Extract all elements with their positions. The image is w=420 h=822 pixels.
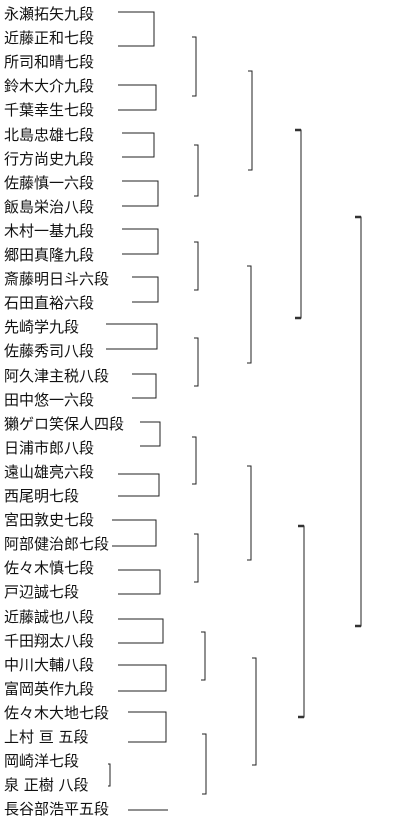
player-name: 郷田真隆九段: [4, 246, 95, 264]
bracket-connector: [247, 265, 252, 364]
bracket-connector: [108, 763, 111, 787]
bracket-connector: [122, 228, 159, 255]
bracket-connector: [357, 216, 362, 627]
bracket-connector: [194, 337, 199, 387]
bracket-connector: [300, 525, 305, 718]
player-name: 田中悠一六段: [4, 390, 95, 409]
player-name: 所司和晴七段: [4, 53, 95, 72]
bracket-connector: [118, 473, 160, 497]
player-name: 西尾明七段: [4, 487, 80, 505]
bracket-connector: [122, 132, 155, 158]
player-name: 佐藤秀司八段: [4, 342, 95, 361]
bracket-connector: [194, 144, 199, 197]
bracket-connector: [247, 465, 252, 561]
player-name: 近藤誠也八段: [4, 607, 95, 626]
bracket-connector: [128, 711, 167, 743]
player-name: 行方尚史九段: [4, 149, 95, 168]
bracket-connector: [202, 733, 207, 795]
player-name: 永瀬拓矢九段: [4, 5, 95, 23]
player-name: 飯島栄治八段: [4, 197, 95, 216]
bracket-connector: [194, 533, 199, 583]
player-name: 千田翔太八段: [4, 631, 95, 650]
player-name: 富岡英作九段: [4, 679, 95, 698]
player-name: 鈴木大介九段: [4, 77, 95, 96]
bracket-connector: [192, 36, 197, 97]
bracket-connector: [192, 436, 197, 485]
player-name: 泉 正樹 八段: [4, 776, 89, 795]
bracket-connector: [118, 84, 157, 111]
bracket-connector: [122, 180, 159, 207]
bracket-connector: [252, 657, 257, 766]
player-name: 阿部健治郎七段: [4, 535, 110, 554]
player-name: 上村 亘 五段: [4, 728, 89, 746]
bracket-connector: [132, 276, 159, 303]
player-name: 佐藤慎一六段: [4, 173, 95, 192]
player-name: 佐々木慎七段: [4, 559, 95, 578]
player-name: 戸辺誠七段: [4, 583, 80, 602]
bracket-connector: [248, 70, 253, 171]
bracket-connector: [140, 421, 161, 447]
bracket-connector: [118, 664, 167, 692]
player-name: 石田直裕六段: [4, 294, 95, 313]
bracket-connector: [201, 631, 206, 681]
bracket-connector: [118, 618, 164, 644]
player-name: 斎藤明日斗六段: [4, 270, 110, 289]
bracket-connector: [106, 323, 158, 350]
player-name: 宮田敦史七段: [4, 511, 95, 530]
player-name: 遠山雄亮六段: [4, 462, 95, 481]
bracket-connector: [118, 569, 161, 595]
player-name: 日浦市郎八段: [4, 438, 95, 457]
player-name: 木村一基九段: [4, 221, 95, 240]
bracket-connector: [132, 373, 157, 399]
player-name: 岡崎洋七段: [4, 752, 80, 771]
player-name: 近藤正和七段: [4, 29, 95, 48]
player-name: 千葉幸生七段: [4, 101, 95, 120]
bracket-connector: [297, 129, 302, 319]
player-name: 中川大輔八段: [4, 655, 95, 674]
player-name: 北島忠雄七段: [4, 125, 95, 144]
bracket-connector: [194, 241, 199, 291]
bracket-connector: [112, 519, 157, 547]
player-name: 先崎学九段: [4, 318, 80, 337]
player-name: 佐々木大地七段: [4, 703, 110, 722]
bracket-connector: [118, 11, 155, 47]
player-name: 阿久津主税八段: [4, 366, 110, 385]
player-name: 長谷部浩平五段: [4, 800, 110, 819]
player-name: 獺ゲロ笑保人四段: [4, 414, 125, 433]
